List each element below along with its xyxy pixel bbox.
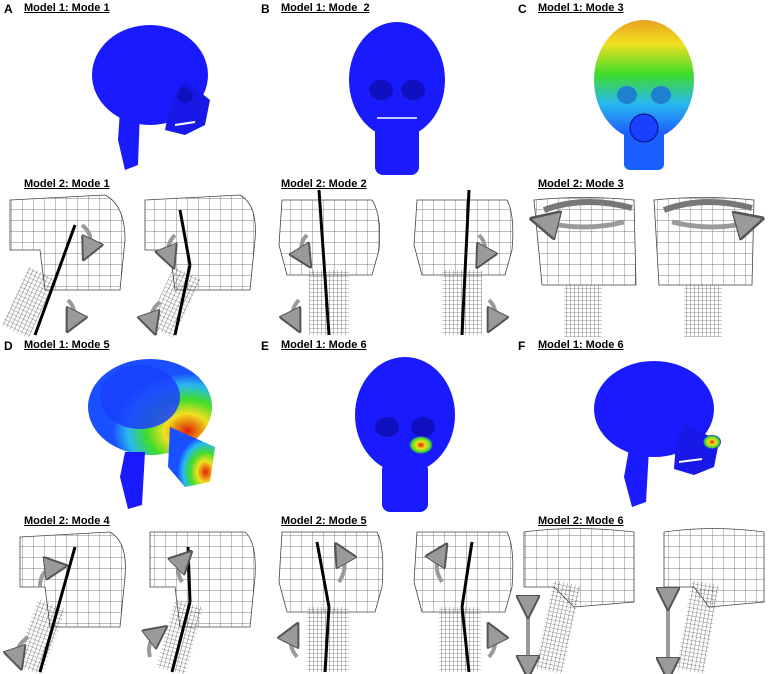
panel-bottom-title: Model 2: Mode 3	[538, 178, 624, 190]
panel-bottom-title: Model 2: Mode 5	[281, 515, 367, 527]
panel-bottom-title: Model 2: Mode 1	[24, 178, 110, 190]
panel-a: A Model 1: Mode 1 Model 2: Mode 1	[0, 0, 257, 337]
skull-front-hotspot-figure	[257, 337, 514, 674]
skull-lateral-figure	[0, 0, 257, 337]
panel-e: E Model 1: Mode 6 Model 2: Mode 5	[257, 337, 514, 674]
skull-front-colored-figure	[514, 0, 771, 337]
panel-bottom-title: Model 2: Mode 6	[538, 515, 624, 527]
panel-bottom-title: Model 2: Mode 4	[24, 515, 110, 527]
panel-f: F Model 1: Mode 6 Model 2: Mode 6	[514, 337, 771, 674]
panel-d: D Model 1: Mode 5 Model 2: Mode 4	[0, 337, 257, 674]
skull-lateral-colored-figure	[0, 337, 257, 674]
panel-c: C Model 1: Mode 3 Model 2: Mode 3	[514, 0, 771, 337]
skull-front-figure	[257, 0, 514, 337]
panel-b: B Model 1: Mode 2 Model 2: Mode 2	[257, 0, 514, 337]
panel-bottom-title: Model 2: Mode 2	[281, 178, 367, 190]
skull-lateral-hotspot-figure	[514, 337, 771, 674]
